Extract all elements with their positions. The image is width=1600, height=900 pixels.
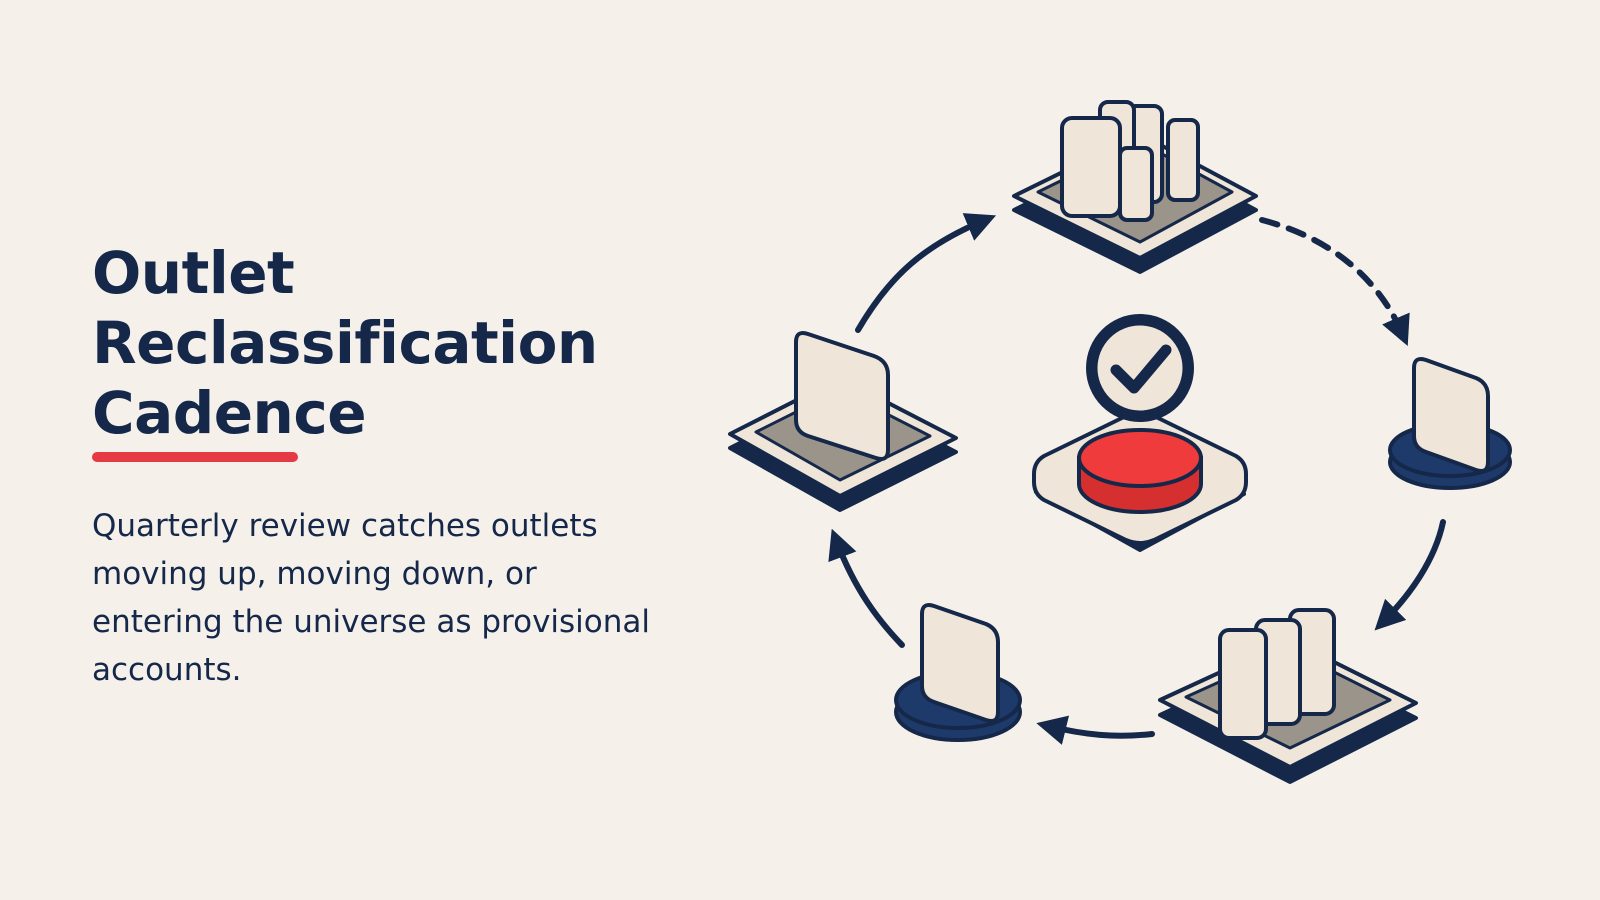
slide-description: Quarterly review catches outlets moving … bbox=[92, 508, 651, 688]
tray-one-card-icon bbox=[728, 331, 958, 512]
title-line-3: Cadence bbox=[92, 379, 367, 447]
cycle-diagram bbox=[700, 80, 1520, 820]
arrow-top-to-right-dashed bbox=[1259, 217, 1410, 347]
title-underline bbox=[92, 452, 298, 462]
red-button-icon bbox=[1032, 411, 1248, 552]
slide-title: Outlet Reclassification Cadence bbox=[92, 238, 672, 448]
title-line-1: Outlet bbox=[92, 239, 295, 307]
single-card-disc-icon bbox=[1388, 357, 1512, 490]
tray-many-cards-icon bbox=[1012, 100, 1258, 274]
checkmark-badge-icon bbox=[1086, 314, 1194, 422]
single-card-disc-icon bbox=[894, 603, 1022, 742]
tray-three-cards-icon bbox=[1158, 608, 1418, 784]
arrow-left-to-top bbox=[855, 213, 997, 333]
title-line-2: Reclassification bbox=[92, 309, 598, 377]
arrow-right-to-bottom-right bbox=[1374, 519, 1446, 631]
arrow-bottom-left-to-left bbox=[828, 528, 905, 648]
arrow-bottom-right-to-bottom-left bbox=[1036, 715, 1155, 745]
text-panel: Outlet Reclassification Cadence Quarterl… bbox=[92, 238, 672, 694]
